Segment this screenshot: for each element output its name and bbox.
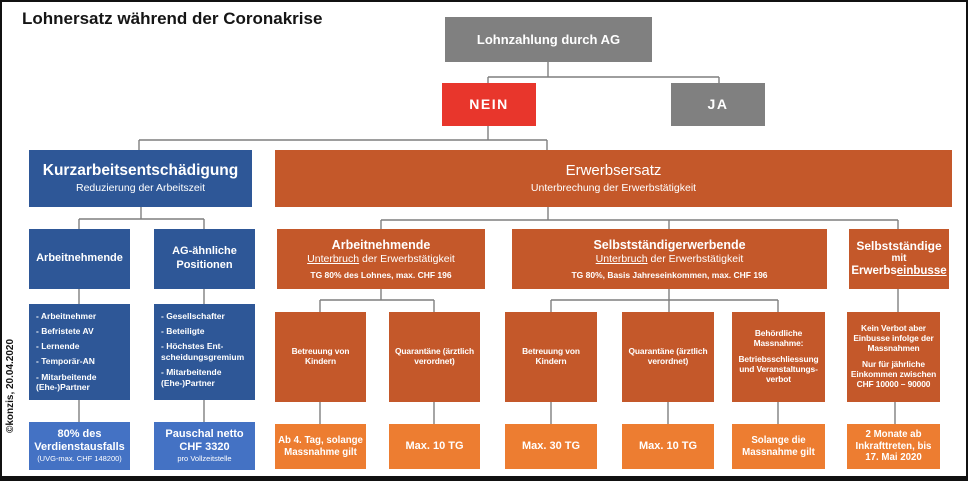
case-body: Quarantäne (ärztlich verordnet)	[395, 346, 474, 366]
kurzarbeit-title: Kurzarbeitsentschädigung	[42, 162, 239, 180]
case-kein-verbot-box: Kein Verbot aber Einbusse infolge der Ma…	[847, 312, 940, 402]
duration-box-5: Solange die Massnahme gilt	[732, 424, 825, 469]
kae-employer-like-benefit-box: Pauschal netto CHF 3320 pro Vollzeitstel…	[154, 422, 255, 470]
kurzarbeit-header-box: Kurzarbeitsentschädigung Reduzierung der…	[29, 150, 252, 207]
kae-employees-title: Arbeitnehmende	[36, 252, 123, 265]
branch-title: Selbstständigerwerbende	[593, 237, 746, 252]
branch-line3: Erwerbseinbusse	[851, 265, 946, 279]
case-behoerdliche-massnahme-box: Behördliche Massnahme: Betriebsschliessu…	[732, 312, 825, 402]
duration-label: Ab 4. Tag, solange Massnahme gilt	[278, 435, 363, 458]
duration-box-1: Ab 4. Tag, solange Massnahme gilt	[275, 424, 366, 469]
copyright-watermark: ©konzis, 20.04.2020	[5, 338, 16, 434]
kae-employer-like-box: AG-ähnliche Positionen	[154, 229, 255, 289]
case-quarantaene-2-box: Quarantäne (ärztlich verordnet)	[622, 312, 714, 402]
underlined-word: Unterbruch	[595, 252, 648, 265]
list-item: - Temporär-AN	[36, 356, 95, 367]
benefit-main: Pauschal netto CHF 3320	[165, 427, 244, 454]
benefit-main: 80% des Verdienstausfalls	[34, 427, 125, 454]
duration-label: Max. 30 TG	[521, 440, 581, 453]
duration-label: Max. 10 TG	[638, 440, 698, 453]
list-item: - Mitarbeitende (Ehe-)Partner	[161, 367, 222, 388]
duration-label: Max. 10 TG	[405, 440, 464, 453]
duration-box-6: 2 Monate ab Inkrafttreten, bis 17. Mai 2…	[847, 424, 940, 469]
case-heading: Behördliche Massnahme:	[753, 328, 804, 349]
underlined-word: einbusse	[896, 265, 947, 278]
case-body: Quarantäne (ärztlich verordnet)	[628, 346, 708, 366]
benefit-note: (UVG-max. CHF 148200)	[37, 454, 122, 464]
branch-line3: TG 80% des Lohnes, max. CHF 196	[310, 270, 452, 281]
branch-line3: TG 80%, Basis Jahreseinkommen, max. CHF …	[571, 270, 768, 281]
decision-nein-label: NEIN	[469, 96, 509, 113]
root-box-lohnzahlung: Lohnzahlung durch AG	[445, 17, 652, 62]
duration-box-4: Max. 10 TG	[622, 424, 714, 469]
case-body: Betreuung von Kindern	[522, 346, 580, 366]
line2-rest: der Erwerbstätigkeit	[647, 252, 744, 265]
kae-employer-like-list: - Gesellschafter - Beteiligte - Höchstes…	[154, 304, 255, 400]
erwerbsersatz-title: Erwerbsersatz	[565, 162, 662, 180]
decision-ja-label: JA	[707, 96, 729, 113]
case-betreuung-2-box: Betreuung von Kindern	[505, 312, 597, 402]
kae-employees-box: Arbeitnehmende	[29, 229, 130, 289]
kurzarbeit-subtitle: Reduzierung der Arbeitszeit	[76, 182, 205, 195]
decision-ja-box: JA	[671, 83, 765, 126]
root-box-label: Lohnzahlung durch AG	[476, 31, 621, 47]
decision-nein-box: NEIN	[442, 83, 536, 126]
list-item: - Beteiligte	[161, 326, 205, 337]
eo-branch-employees-box: Arbeitnehmende Unterbruch der Erwerbstät…	[277, 229, 485, 289]
case-body2: Nur für jährliche Einkommen zwischen CHF…	[850, 359, 937, 389]
case-betreuung-1-box: Betreuung von Kindern	[275, 312, 366, 402]
branch-line2: mit	[891, 253, 907, 265]
duration-label: Solange die Massnahme gilt	[742, 435, 815, 458]
kae-employees-list: - Arbeitnehmer - Befristete AV - Lernend…	[29, 304, 130, 400]
case-body: Betreuung von Kindern	[291, 346, 350, 366]
branch-title: Arbeitnehmende	[331, 237, 431, 252]
duration-box-3: Max. 30 TG	[505, 424, 597, 469]
duration-box-2: Max. 10 TG	[389, 424, 480, 469]
kae-employer-like-title: AG-ähnliche Positionen	[172, 245, 237, 271]
eo-branch-selfemployed-box: Selbstständigerwerbende Unterbruch der E…	[512, 229, 827, 289]
list-item: - Höchstes Ent-scheidungsgremium	[161, 341, 245, 362]
branch-line1: Selbstständige	[856, 239, 942, 254]
list-item: - Gesellschafter	[161, 311, 225, 321]
list-item: - Lernende	[36, 341, 80, 352]
eo-branch-loss-box: Selbstständige mit Erwerbseinbusse	[849, 229, 949, 289]
list-item: - Befristete AV	[36, 326, 94, 337]
case-body: Betriebsschliessung und Veranstaltungs-v…	[738, 354, 819, 384]
branch-line2: Unterbruch der Erwerbstätigkeit	[596, 253, 744, 265]
case-body: Kein Verbot aber Einbusse infolge der Ma…	[853, 323, 934, 354]
kae-employees-benefit-box: 80% des Verdienstausfalls (UVG-max. CHF …	[29, 422, 130, 470]
line2-rest: der Erwerbstätigkeit	[359, 252, 455, 265]
erwerbsersatz-subtitle: Unterbrechung der Erwerbstätigkeit	[530, 182, 697, 195]
erwerbsersatz-header-box: Erwerbsersatz Unterbrechung der Erwerbst…	[275, 150, 952, 207]
benefit-note: pro Vollzeitstelle	[177, 454, 232, 464]
page-title: Lohnersatz während der Coronakrise	[22, 9, 323, 28]
underlined-word: Unterbruch	[307, 252, 360, 265]
case-quarantaene-1-box: Quarantäne (ärztlich verordnet)	[389, 312, 480, 402]
line3-plain: Erwerbs	[851, 265, 897, 278]
duration-label: 2 Monate ab Inkrafttreten, bis 17. Mai 2…	[855, 429, 932, 464]
list-item: - Arbeitnehmer	[36, 311, 97, 321]
list-item: - Mitarbeitende (Ehe-)Partner	[36, 371, 97, 393]
branch-line2: Unterbruch der Erwerbstätigkeit	[307, 253, 455, 265]
